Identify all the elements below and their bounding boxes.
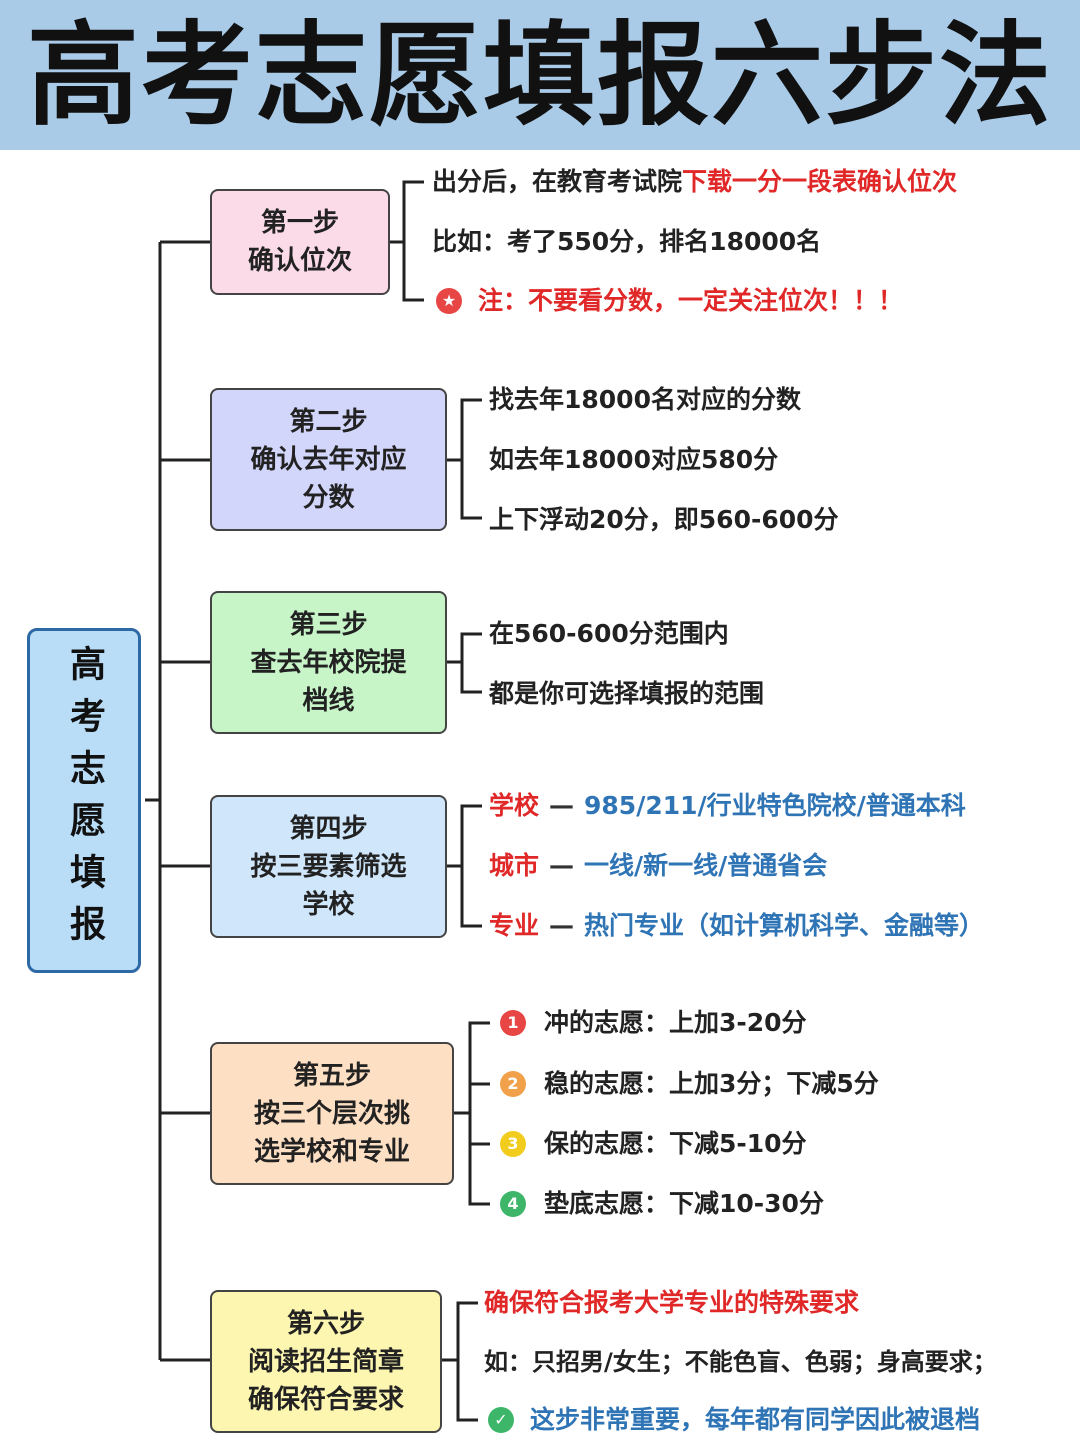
step-5-item-1: 1 冲的志愿：上加3-20分 (500, 1006, 807, 1040)
step-1-box: 第一步 确认位次 (210, 189, 390, 295)
step-4-item-3-value: 热门专业（如计算机科学、金融等） (584, 911, 985, 940)
page-title: 高考志愿填报六步法 (27, 11, 1053, 141)
step-4-item-3-label: 专业 (489, 911, 540, 940)
number-2-icon: 2 (500, 1071, 526, 1097)
step-6-item-2-text: 如：只招男/女生；不能色盲、色弱；身高要求； (484, 1348, 997, 1376)
step-5-item-2-text: 稳的志愿：上加3分；下减5分 (544, 1069, 879, 1098)
step-1-item-3-text: 注：不要看分数，一定关注位次！！！ (478, 286, 904, 315)
step-4-item-2-dash: — (549, 851, 575, 880)
root-label: 高考志愿填报 (64, 644, 105, 957)
step-4-item-2-value: 一线/新一线/普通省会 (584, 851, 828, 880)
step-3-item-2-text: 都是你可选择填报的范围 (489, 679, 765, 708)
step-4-item-2: 城市 — 一线/新一线/普通省会 (489, 849, 827, 883)
step-2-item-2: 如去年18000对应580分 (489, 443, 778, 477)
step-1-item-2-text: 比如：考了550分，排名18000名 (432, 227, 822, 256)
step-4-box: 第四步 按三要素筛选 学校 (210, 795, 447, 938)
step-4-item-3-dash: — (549, 911, 575, 940)
step-1-title: 第一步 (260, 208, 339, 238)
step-4-item-1-label: 学校 (489, 791, 540, 820)
step-6-item-3-text: 这步非常重要，每年都有同学因此被退档 (530, 1405, 981, 1434)
bracket-step1 (390, 180, 424, 302)
number-1-icon: 1 (500, 1010, 526, 1036)
bracket-step6 (442, 1301, 478, 1422)
step-4-item-1: 学校 — 985/211/行业特色院校/普通本科 (489, 789, 966, 823)
step-3-item-1: 在560-600分范围内 (489, 617, 729, 651)
step-1-line2: 确认位次 (247, 246, 352, 276)
step-2-item-3-text: 上下浮动20分，即560-600分 (489, 505, 839, 534)
step-5-item-4-text: 垫底志愿：下减10-30分 (544, 1189, 824, 1218)
bracket-step2 (447, 398, 482, 520)
step-5-item-1-text: 冲的志愿：上加3-20分 (544, 1008, 807, 1037)
step-6-item-3: ✓ 这步非常重要，每年都有同学因此被退档 (488, 1403, 980, 1437)
step-5-line3: 选学校和专业 (253, 1136, 410, 1167)
step-2-item-2-text: 如去年18000对应580分 (489, 445, 779, 474)
step-2-item-3: 上下浮动20分，即560-600分 (489, 503, 839, 537)
step-6-line2: 阅读招生简章 (247, 1346, 404, 1377)
step-1-item-1: 出分后，在教育考试院下载一分一段表确认位次 (432, 165, 957, 199)
check-icon: ✓ (488, 1407, 514, 1433)
bracket-step3 (447, 632, 482, 694)
step-4-item-1-value: 985/211/行业特色院校/普通本科 (584, 791, 966, 820)
step-4-line3: 学校 (302, 889, 355, 920)
step-2-box: 第二步 确认去年对应 分数 (210, 388, 447, 531)
step-5-item-4: 4 垫底志愿：下减10-30分 (500, 1187, 824, 1221)
step-5-line2: 按三个层次挑 (253, 1098, 410, 1129)
step-6-title: 第六步 (286, 1308, 365, 1339)
bracket-step5 (454, 1021, 490, 1206)
star-icon: ★ (436, 288, 462, 314)
step-4-title: 第四步 (289, 813, 368, 844)
root-node: 高考志愿填报 (27, 628, 141, 973)
step-3-item-1-text: 在560-600分范围内 (489, 619, 729, 648)
step-2-item-1: 找去年18000名对应的分数 (489, 383, 801, 417)
step-2-line2: 确认去年对应 (250, 444, 407, 475)
step-3-title: 第三步 (289, 609, 368, 640)
number-4-icon: 4 (500, 1191, 526, 1217)
step-4-item-1-dash: — (549, 791, 575, 820)
step-2-item-1-text: 找去年18000名对应的分数 (489, 385, 801, 414)
step-1-item-2: 比如：考了550分，排名18000名 (432, 225, 821, 259)
step-5-item-3-text: 保的志愿：下减5-10分 (544, 1129, 807, 1158)
step-6-item-1-text: 确保符合报考大学专业的特殊要求 (484, 1288, 860, 1317)
step-6-item-2: 如：只招男/女生；不能色盲、色弱；身高要求； (484, 1345, 997, 1379)
step-3-line2: 查去年校院提 (250, 647, 407, 678)
bracket-step4 (447, 804, 482, 928)
step-4-item-3: 专业 — 热门专业（如计算机科学、金融等） (489, 909, 984, 943)
title-banner: 高考志愿填报六步法 (0, 0, 1080, 150)
step-1-item-1-text: 出分后，在教育考试院 (432, 167, 683, 196)
step-5-title: 第五步 (292, 1060, 371, 1091)
step-1-item-3: ★ 注：不要看分数，一定关注位次！！！ (436, 284, 903, 318)
step-3-box: 第三步 查去年校院提 档线 (210, 591, 447, 734)
step-3-line3: 档线 (302, 685, 355, 716)
step-6-line3: 确保符合要求 (247, 1384, 404, 1415)
number-3-icon: 3 (500, 1131, 526, 1157)
step-4-line2: 按三要素筛选 (250, 851, 407, 882)
step-5-item-2: 2 稳的志愿：上加3分；下减5分 (500, 1067, 879, 1101)
step-5-box: 第五步 按三个层次挑 选学校和专业 (210, 1042, 454, 1185)
step-5-item-3: 3 保的志愿：下减5-10分 (500, 1127, 807, 1161)
step-2-title: 第二步 (289, 406, 368, 437)
step-3-item-2: 都是你可选择填报的范围 (489, 677, 764, 711)
trunk-line (145, 240, 210, 1362)
step-4-item-2-label: 城市 (489, 851, 540, 880)
step-1-item-1-highlight: 下载一分一段表确认位次 (682, 167, 958, 196)
step-6-box: 第六步 阅读招生简章 确保符合要求 (210, 1290, 442, 1433)
step-2-line3: 分数 (302, 482, 355, 513)
step-6-item-1: 确保符合报考大学专业的特殊要求 (484, 1286, 859, 1320)
